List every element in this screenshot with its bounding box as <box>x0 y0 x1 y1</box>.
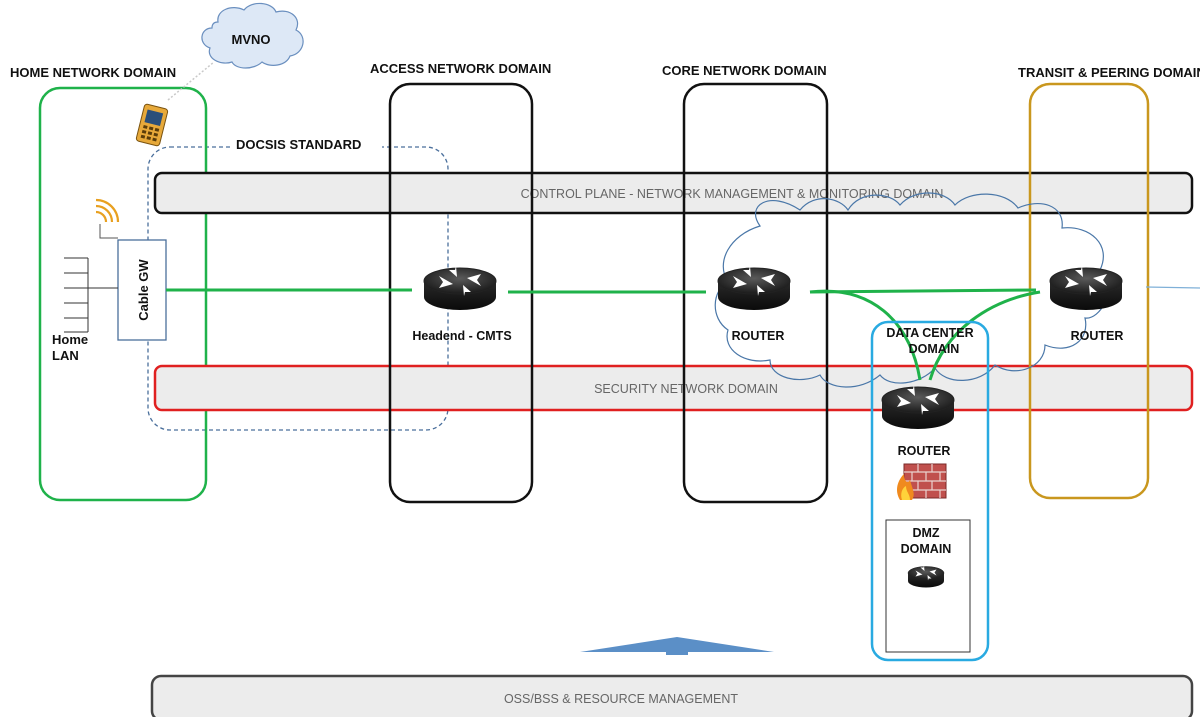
docsis-standard-label: DOCSIS STANDARD <box>236 137 361 152</box>
control-plane-bar <box>153 171 1194 215</box>
access-network-domain-title: ACCESS NETWORK DOMAIN <box>370 61 551 76</box>
dmz-label-line1: DMZ <box>912 526 939 540</box>
security-network-label: SECURITY NETWORK DOMAIN <box>594 382 778 396</box>
oss-bss-bar <box>150 674 1194 717</box>
control-plane-label: CONTROL PLANE - NETWORK MANAGEMENT & MON… <box>521 187 944 201</box>
core-cloud-outline <box>714 192 1109 388</box>
mvno-label: MVNO <box>232 32 271 47</box>
home-network-domain-title: HOME NETWORK DOMAIN <box>10 65 176 80</box>
data-center-router-label: ROUTER <box>898 444 951 458</box>
data-center-router-icon <box>881 384 955 430</box>
transit-peering-domain-title: TRANSIT & PEERING DOMAIN <box>1018 65 1200 80</box>
home-network-domain-box <box>38 86 208 502</box>
core-router-label: ROUTER <box>732 329 785 343</box>
mvno-cloud <box>201 2 304 69</box>
cable-gw-label: Cable GW <box>136 259 151 321</box>
firewall-icon <box>897 463 947 500</box>
wifi-icon <box>95 198 120 223</box>
data-center-label-line1: DATA CENTER <box>886 326 973 340</box>
data-center-label-line2: DOMAIN <box>909 342 960 356</box>
home-lan-label-line2: LAN <box>52 348 79 363</box>
headend-cmts-label: Headend - CMTS <box>412 329 511 343</box>
transit-router-icon <box>1049 265 1123 311</box>
upward-arrow <box>580 637 774 652</box>
core-network-domain-title: CORE NETWORK DOMAIN <box>662 63 827 78</box>
mobile-phone-icon <box>135 103 169 147</box>
oss-bss-label: OSS/BSS & RESOURCE MANAGEMENT <box>504 692 738 706</box>
headend-cmts-router-icon <box>423 265 497 311</box>
core-router-icon <box>717 265 791 311</box>
home-lan-label-line1: Home <box>52 332 88 347</box>
dmz-label-line2: DOMAIN <box>901 542 952 556</box>
network-links <box>166 288 1041 381</box>
transit-router-label: ROUTER <box>1071 329 1124 343</box>
home-lan-tree <box>64 257 118 333</box>
dmz-router-icon <box>907 565 945 588</box>
data-center-domain-box <box>870 320 990 662</box>
